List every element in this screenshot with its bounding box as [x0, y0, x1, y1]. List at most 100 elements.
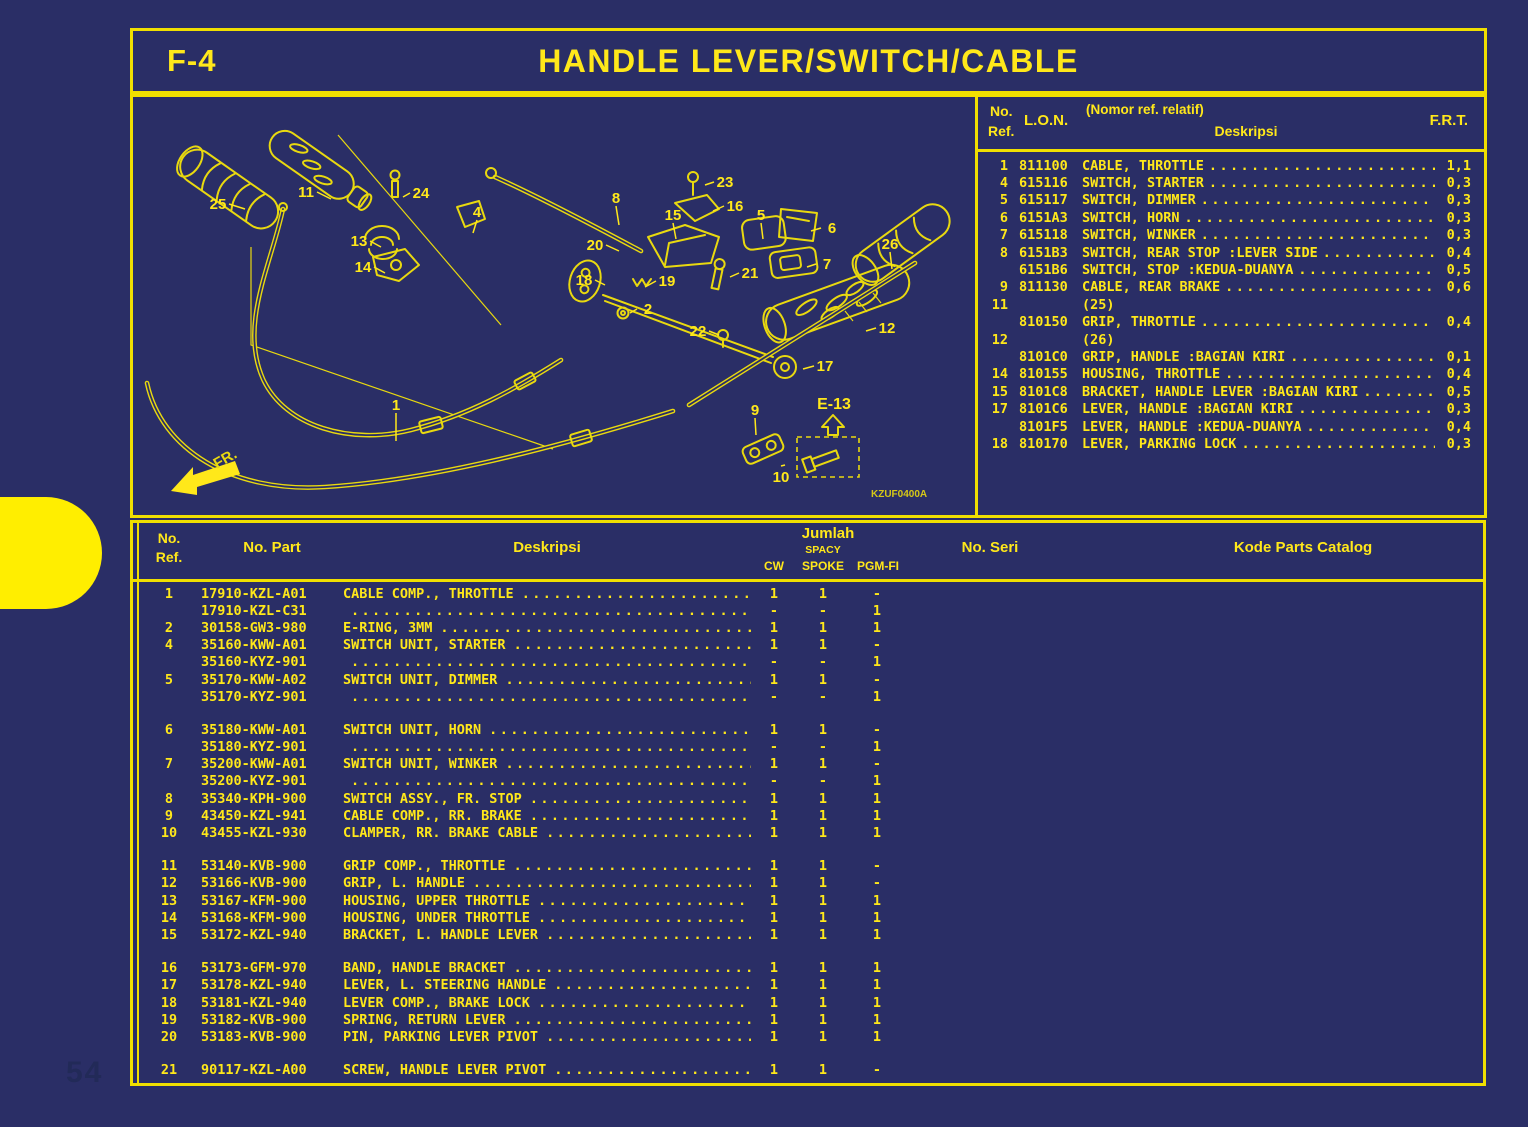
callout-number-6: 6: [828, 220, 836, 237]
qty-pgmfi: 1: [872, 977, 882, 994]
ref-no: 11: [160, 858, 178, 875]
dot-leader: ........................................…: [1290, 348, 1435, 365]
ref-no: 17: [160, 977, 178, 994]
reference-table-header: No. Ref. L.O.N. (Nomor ref. relatif) Des…: [978, 97, 1484, 152]
callout-leader-line: [708, 330, 720, 336]
part-number: 53168-KFM-900: [201, 909, 307, 926]
parts-table-row: 35180-KYZ-901...........................…: [133, 739, 1483, 756]
qty-pgmfi: -: [872, 858, 882, 875]
part-number: 53182-KVB-900: [201, 1011, 307, 1028]
dot-leader: ........................................…: [513, 858, 751, 875]
part-description: ........................................…: [343, 603, 751, 619]
dot-leader: ........................................…: [1200, 192, 1435, 209]
page-edge-tab: [0, 497, 102, 609]
switch-6-drawing: [778, 208, 818, 242]
ref-no: 9: [999, 279, 1008, 296]
part-number: 35160-KYZ-901: [201, 654, 307, 671]
throttle-grip-drawing: [268, 129, 373, 211]
ref-no: 4: [164, 637, 174, 654]
col-no-seri: No. Seri: [961, 539, 1019, 556]
qty-pgmfi: -: [872, 671, 882, 688]
ref-no: 2: [164, 619, 174, 636]
callout-leader-line: [472, 219, 478, 234]
lon-code: 6151B3: [1019, 244, 1068, 261]
qty-cw: 1: [769, 721, 779, 738]
qty-cw: 1: [769, 875, 779, 892]
lon-code: 615117: [1019, 192, 1068, 209]
dot-leader: ........................................…: [537, 892, 751, 909]
dot-leader: ........................................…: [1208, 157, 1435, 174]
callout-number-23: 23: [717, 174, 734, 191]
bolt-21-drawing: [710, 258, 726, 291]
part-description: LEVER, PARKING LOCK: [1082, 435, 1237, 452]
part-description: (25): [1082, 296, 1115, 313]
part-description: SWITCH UNIT, WINKER.....................…: [343, 756, 751, 772]
qty-spacy-spoke: 1: [818, 892, 828, 909]
callout-number-16: 16: [727, 198, 744, 215]
description-text: HOUSING, UNDER THROTTLE: [343, 909, 530, 926]
frt-value: 0,4: [1446, 244, 1471, 261]
qty-spacy-spoke: 1: [818, 619, 828, 636]
part-description: ........................................…: [343, 654, 751, 670]
part-description: SWITCH, HORN: [1082, 209, 1180, 226]
ref-no: 6: [164, 721, 174, 738]
frt-value: 0,5: [1446, 262, 1471, 279]
qty-spacy-spoke: 1: [818, 926, 828, 943]
description-text: LEVER COMP., BRAKE LOCK: [343, 994, 530, 1011]
ref-no: 14: [991, 366, 1008, 383]
qty-cw: 1: [769, 1028, 779, 1045]
part-number: 53183-KVB-900: [201, 1028, 307, 1045]
frt-value: 0,3: [1446, 175, 1471, 192]
qty-spacy-spoke: 1: [818, 1028, 828, 1045]
frt-value: 0,3: [1446, 227, 1471, 244]
parts-table: No. Ref. No. Part Deskripsi Jumlah SPACY…: [130, 520, 1486, 1086]
col-spoke: SPOKE: [801, 559, 844, 573]
e13-reference-group: E-13: [796, 396, 860, 478]
dot-leader: ........................................…: [1322, 244, 1435, 261]
description-text: SWITCH UNIT, DIMMER: [343, 671, 498, 688]
dot-leader: ........................................…: [1298, 262, 1435, 279]
description-text: SWITCH ASSY., FR. STOP: [343, 790, 522, 807]
exploded-parts-diagram: E-13 FR. KZUF0400A 251124131448202316155…: [144, 129, 951, 500]
callout-number-10: 10: [773, 469, 790, 486]
qty-cw: 1: [769, 756, 779, 773]
callout-number-19: 19: [659, 273, 676, 290]
ref-no: 16: [160, 960, 178, 977]
qty-spacy-spoke: -: [818, 688, 828, 705]
lon-code: 811130: [1019, 279, 1068, 296]
e13-label: E-13: [817, 396, 851, 413]
qty-pgmfi: 1: [872, 960, 882, 977]
lon-code: 811100: [1019, 157, 1068, 174]
qty-cw: 1: [769, 909, 779, 926]
description-text: SWITCH UNIT, WINKER: [343, 756, 498, 773]
qty-cw: 1: [769, 977, 779, 994]
dot-leader: ........................................…: [513, 637, 751, 654]
qty-pgmfi: 1: [872, 619, 882, 636]
callout-number-12: 12: [879, 320, 896, 337]
qty-spacy-spoke: -: [818, 739, 828, 756]
part-description: LEVER, L. STEERING HANDLE...............…: [343, 977, 751, 993]
dot-leader: ........................................…: [1225, 366, 1435, 383]
part-description: BRACKET, L. HANDLE LEVER................…: [343, 927, 751, 943]
dot-leader: ........................................…: [513, 1011, 751, 1028]
callout-leader-line: [889, 251, 893, 270]
qty-spacy-spoke: 1: [818, 1062, 828, 1079]
part-description: SWITCH UNIT, DIMMER.....................…: [343, 672, 751, 688]
lon-code: 810150: [1019, 314, 1068, 331]
callout-leader-line: [594, 279, 606, 286]
part-number: 35170-KYZ-901: [201, 688, 307, 705]
